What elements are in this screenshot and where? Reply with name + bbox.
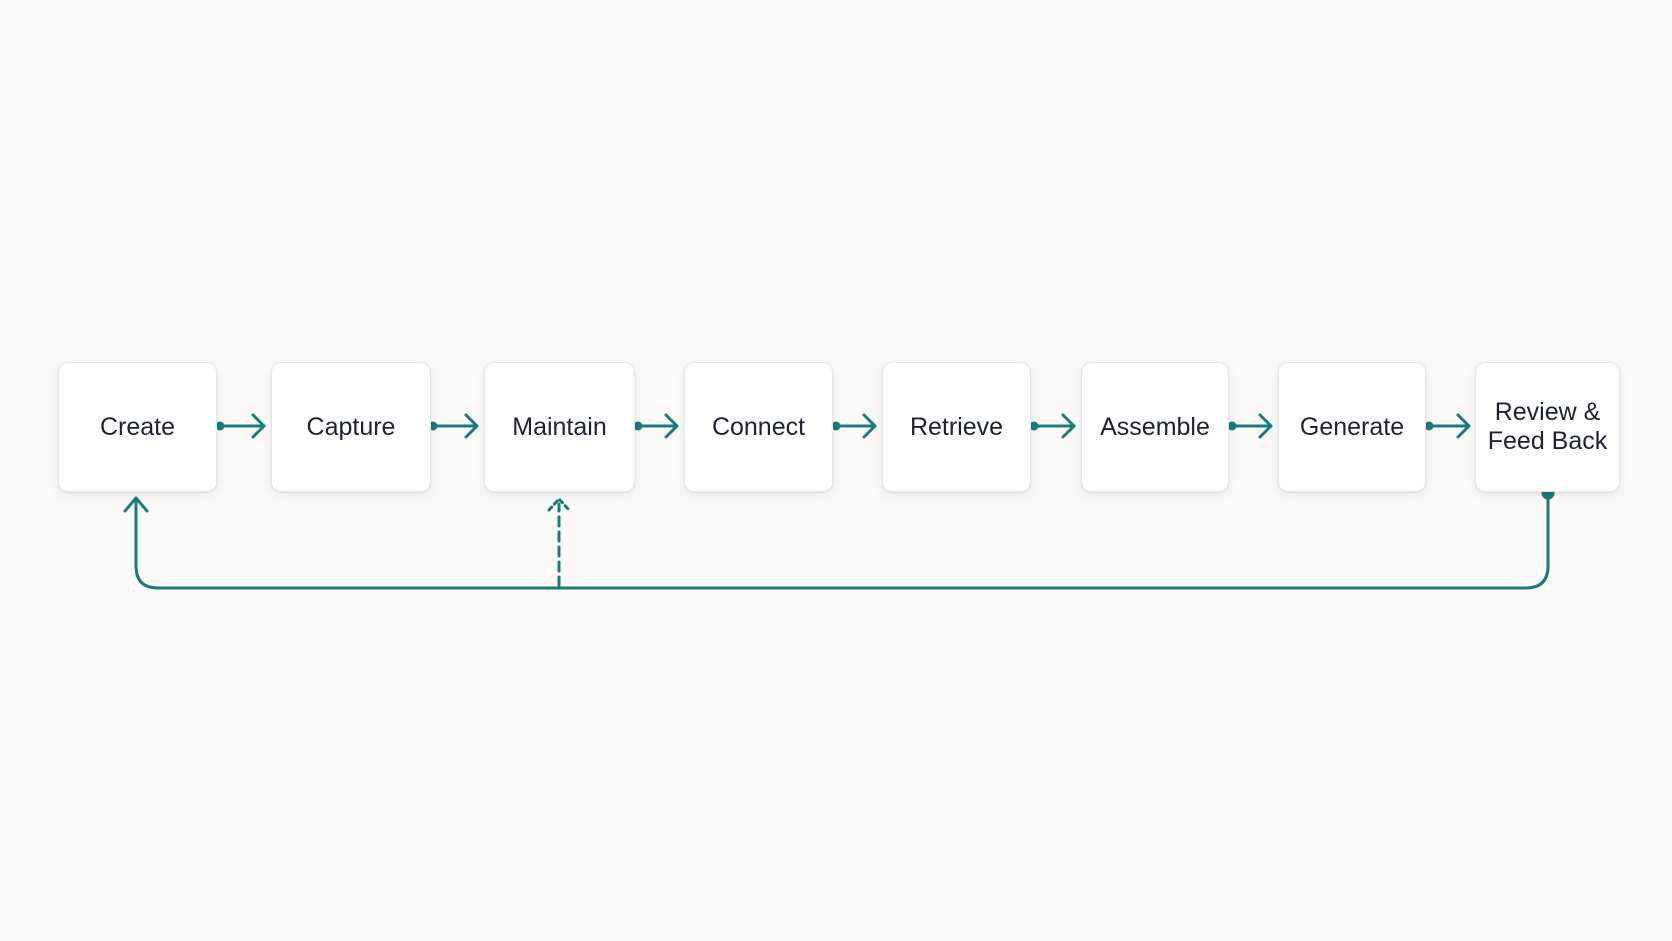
step-assemble[interactable]: Assemble [1081, 362, 1229, 492]
step-label: Capture [306, 412, 396, 441]
step-connect[interactable]: Connect [684, 362, 833, 492]
feedback-dashed-arrow-to-maintain [547, 497, 571, 588]
arrow-create-to-capture [215, 413, 266, 439]
arrow-connect-to-retrieve [831, 413, 877, 439]
step-review-feed-back[interactable]: Review & Feed Back [1475, 362, 1620, 492]
arrow-generate-to-review [1424, 413, 1471, 439]
arrow-retrieve-to-assemble [1029, 413, 1076, 439]
step-create[interactable]: Create [58, 362, 217, 492]
step-capture[interactable]: Capture [271, 362, 431, 492]
feedback-loop-arrow [123, 486, 1555, 590]
step-label: Create [99, 412, 176, 441]
step-label: Connect [711, 412, 806, 441]
step-label: Review & Feed Back [1487, 398, 1608, 455]
step-maintain[interactable]: Maintain [484, 362, 635, 492]
step-retrieve[interactable]: Retrieve [882, 362, 1031, 492]
arrow-maintain-to-connect [633, 413, 679, 439]
step-generate[interactable]: Generate [1278, 362, 1426, 492]
step-label: Generate [1299, 412, 1405, 441]
step-label: Retrieve [909, 412, 1004, 441]
arrow-capture-to-maintain [428, 413, 479, 439]
step-label: Maintain [512, 412, 607, 441]
step-label: Assemble [1100, 412, 1210, 441]
arrow-assemble-to-generate [1227, 413, 1273, 439]
